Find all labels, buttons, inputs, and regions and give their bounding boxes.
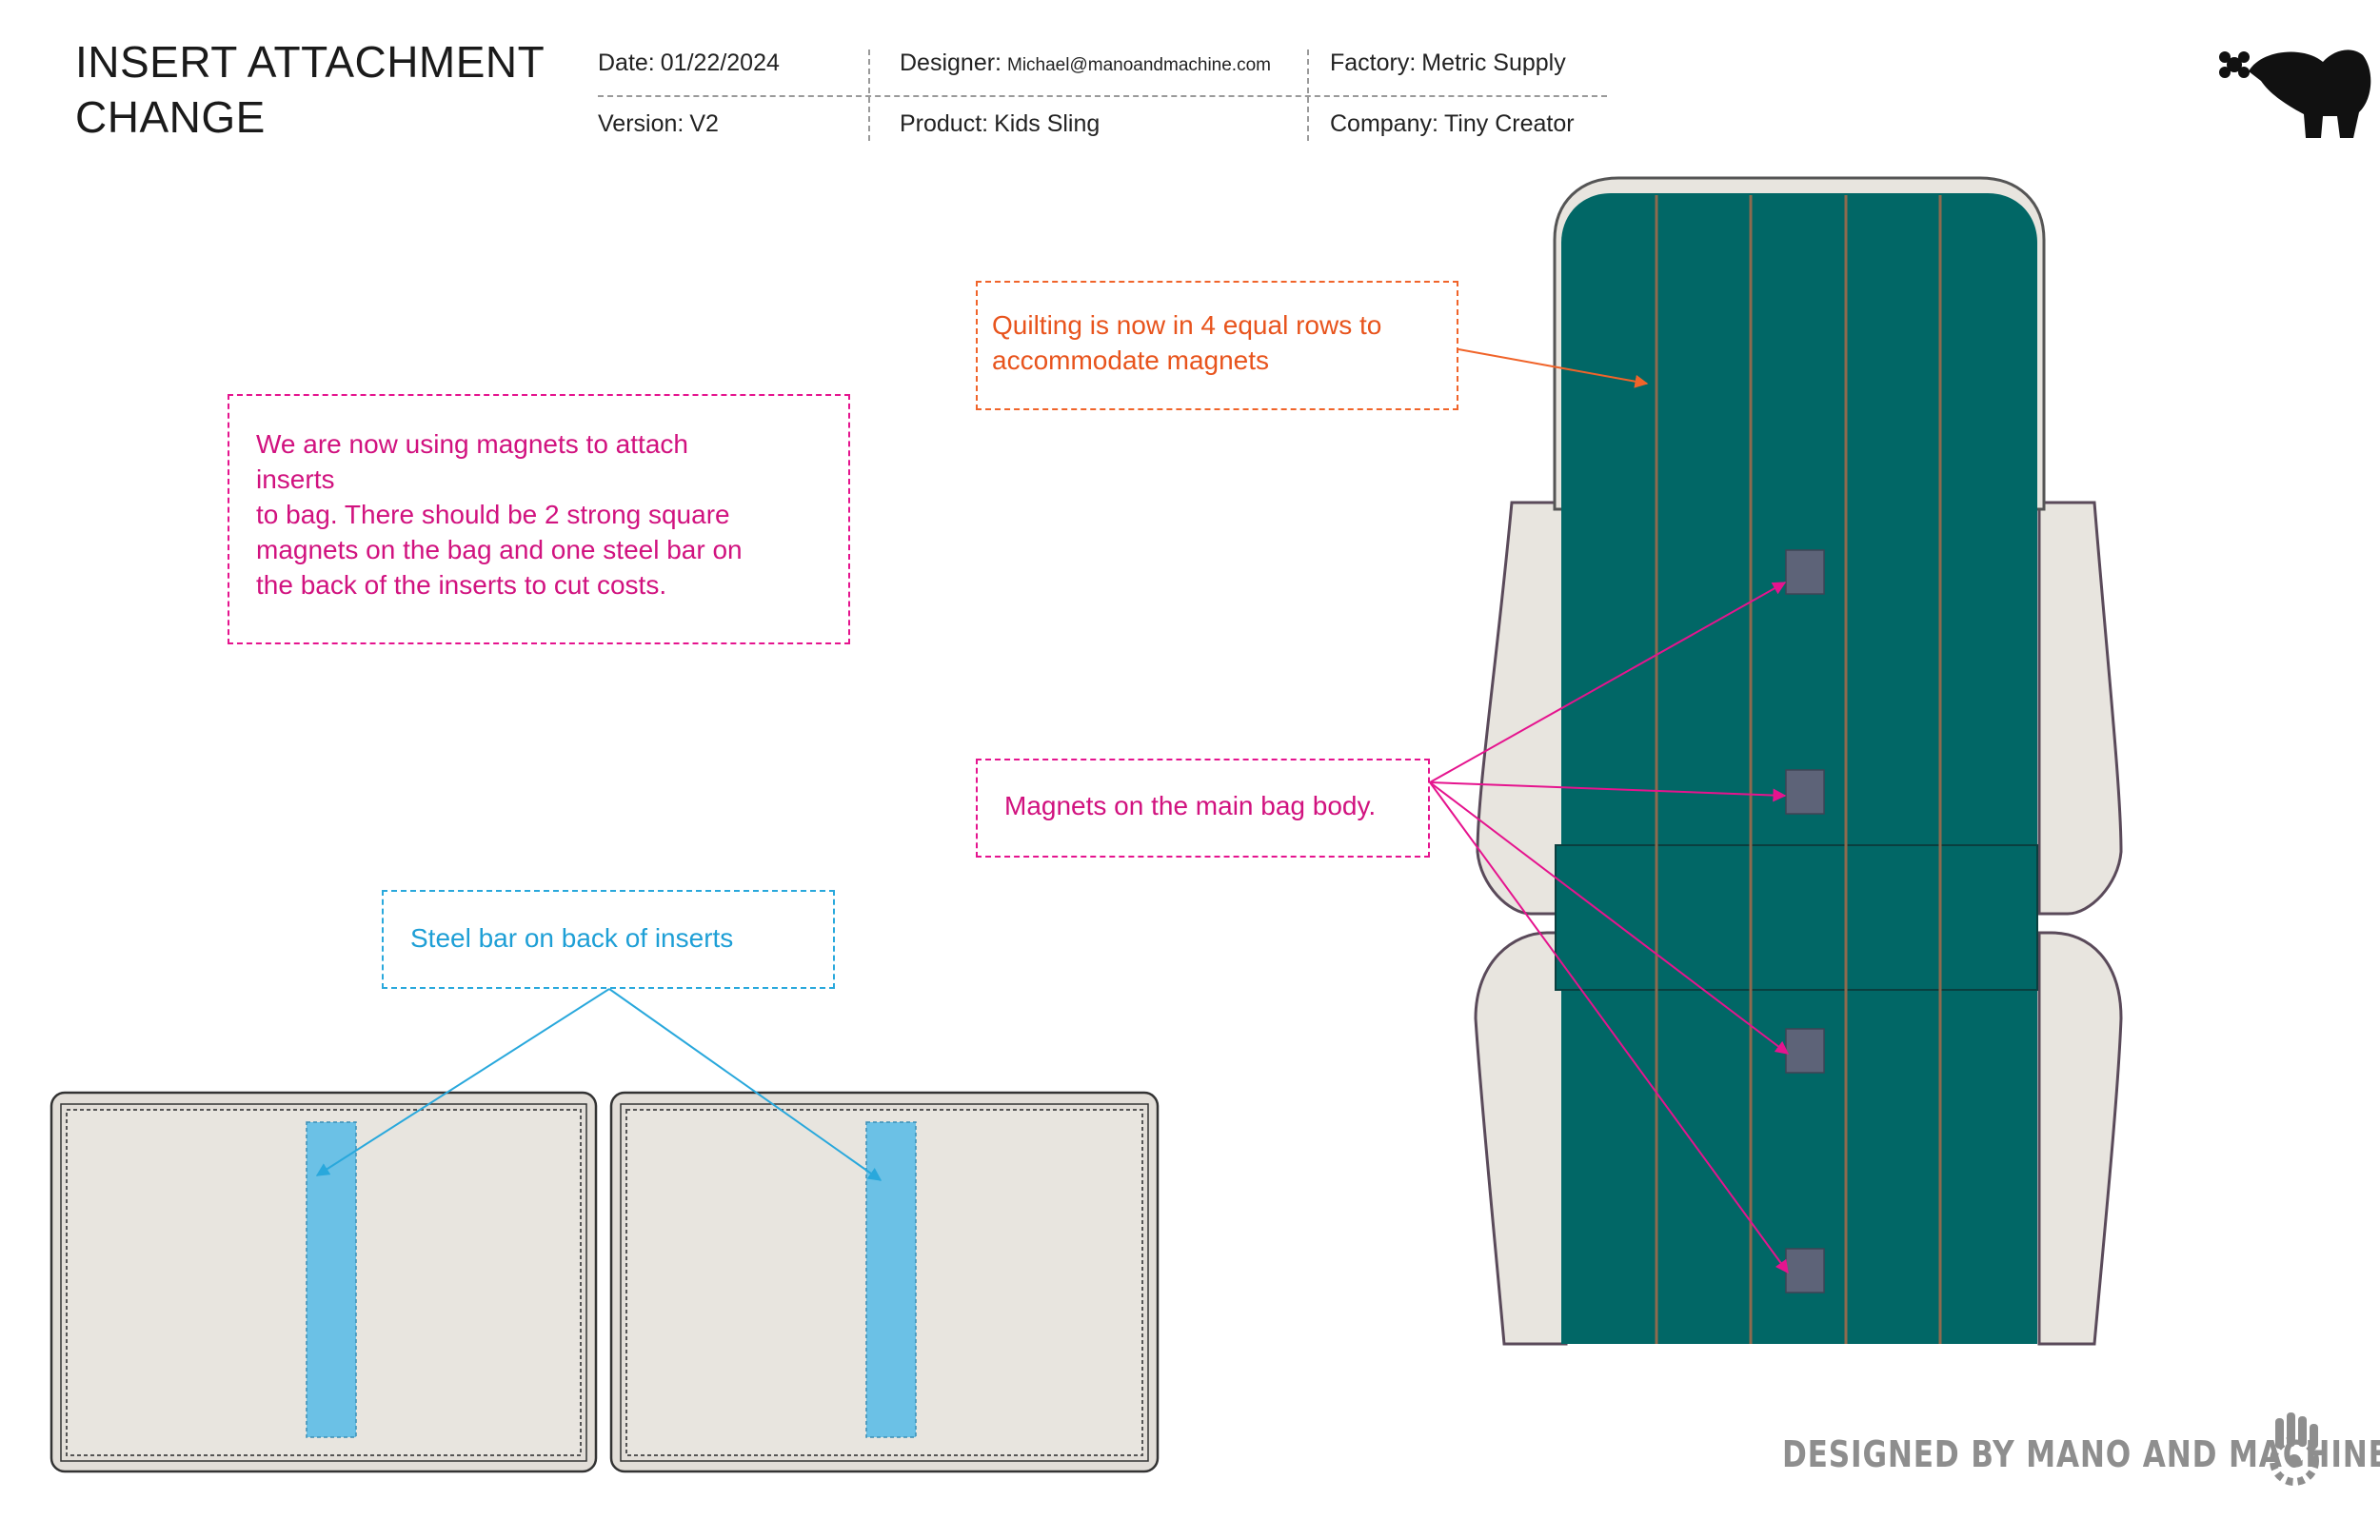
date-label: Date: [598,49,655,76]
steel-bar [306,1121,357,1438]
factory-field: Factory:Metric Supply [1330,49,1566,77]
magnets-attach-text: We are now using magnets to attach inser… [256,429,743,600]
magnets-body-note: Magnets on the main bag body. [976,759,1430,858]
company-value: Tiny Creator [1443,110,1575,137]
magnets-body-text: Magnets on the main bag body. [1004,791,1377,820]
factory-label: Factory: [1330,49,1417,76]
date-value: 01/22/2024 [660,49,780,76]
designer-credit: DESIGNED BY MANO AND MACHINE [1782,1433,2380,1475]
product-value: Kids Sling [994,110,1101,137]
insert-right [609,1091,1160,1473]
title-line-1: INSERT ATTACHMENT [75,37,545,87]
magnet-square [1785,1028,1825,1074]
factory-value: Metric Supply [1421,49,1566,76]
version-field: Version:V2 [598,109,719,138]
product-field: Product:Kids Sling [900,109,1100,138]
company-label: Company: [1330,110,1438,137]
designer-value: Michael@manoandmachine.com [1007,55,1271,75]
header-divider-1 [868,49,870,141]
version-value: V2 [689,110,719,137]
header-divider-2 [1307,49,1309,141]
magnet-square [1785,769,1825,815]
magnets-attach-note: We are now using magnets to attach inser… [228,394,850,644]
date-field: Date:01/22/2024 [598,49,780,77]
sling-main-body [1561,193,2037,1344]
quilting-lines [1655,195,1942,1344]
version-label: Version: [598,110,684,137]
page-title: INSERT ATTACHMENT CHANGE [75,34,545,145]
sling-middle-seam [1555,844,2038,991]
quilting-arrow [1458,348,1649,388]
title-line-2: CHANGE [75,92,266,142]
steel-bar-note: Steel bar on back of inserts [382,890,835,989]
bag-magnets [1785,549,1825,1293]
designer-field: Designer:Michael@manoandmachine.com [900,49,1271,80]
header-divider-horizontal [598,95,1607,97]
quilting-text: Quilting is now in 4 equal rows to accom… [992,310,1382,375]
company-field: Company:Tiny Creator [1330,109,1575,138]
magnet-square [1785,549,1825,595]
magnet-arrows [1429,582,1790,1274]
hand-gear-icon [2270,1412,2319,1486]
steel-bar-text: Steel bar on back of inserts [410,923,734,953]
steel-bar-arrows [315,988,883,1181]
quilting-note: Quilting is now in 4 equal rows to accom… [976,281,1458,410]
elephant-flower-logo [2219,49,2371,138]
insert-left [50,1091,598,1473]
magnet-square [1785,1248,1825,1293]
steel-bar [865,1121,917,1438]
sling-lower-side-panels [1474,931,2123,1346]
product-label: Product: [900,110,989,137]
designer-label: Designer: [900,49,1002,76]
sling-upper-side-panels [1476,501,2123,916]
